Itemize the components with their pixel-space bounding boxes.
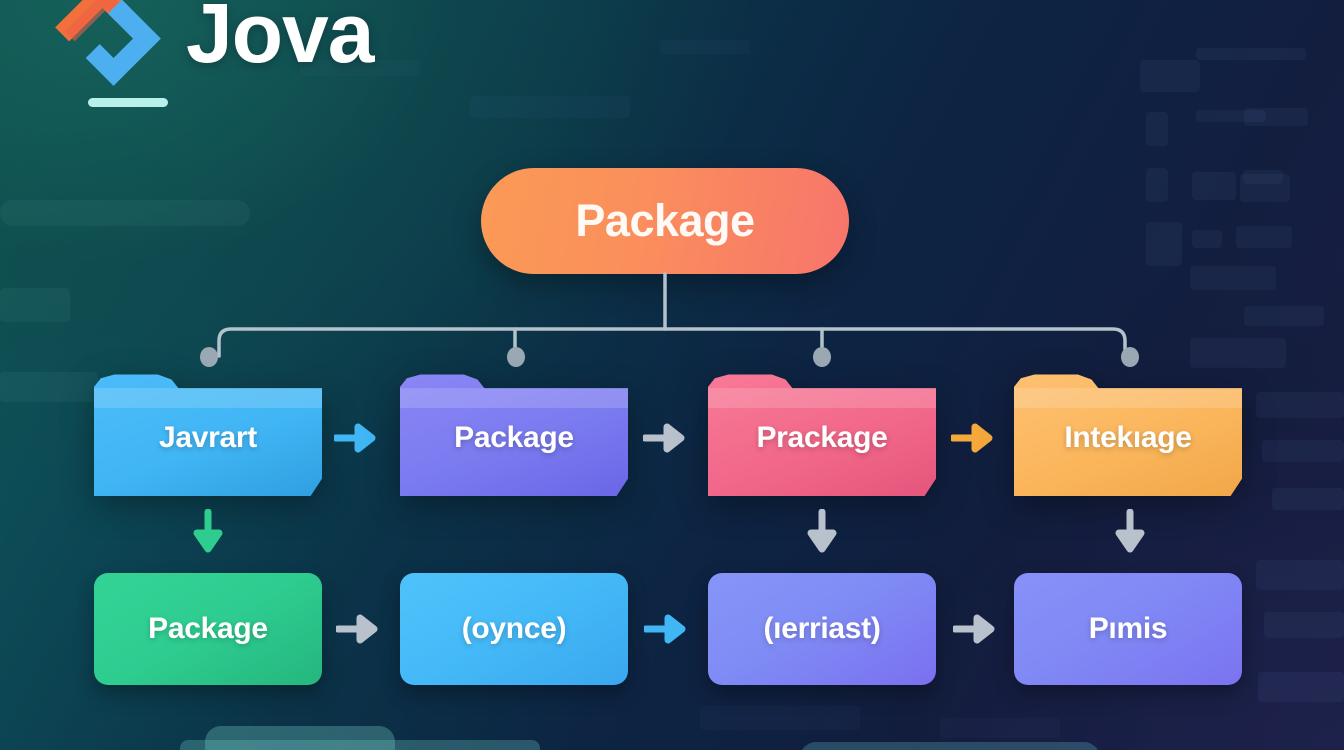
folder-node-2[interactable]: Package (400, 372, 628, 496)
folder-icon (400, 374, 628, 496)
folder-node-1-label: Javrart (159, 421, 257, 454)
folder-lip (708, 388, 936, 408)
box-node-4[interactable]: Pımis (1014, 573, 1242, 685)
arrow-right-blue-icon (331, 418, 383, 458)
folder-node-4-label: Intekıage (1064, 421, 1192, 454)
box-node-1-label: Package (148, 612, 268, 645)
folder-icon (1014, 374, 1242, 496)
arrow-right-grey-icon (333, 609, 385, 649)
arrow-down-green-icon (188, 506, 228, 562)
root-node-package[interactable]: Package (481, 168, 849, 274)
peek-folder-body (180, 740, 540, 750)
folder-node-1[interactable]: Javrart (94, 372, 322, 496)
peek-box (800, 742, 1100, 750)
arrow-right-grey-icon (950, 609, 1002, 649)
folder-icon (94, 374, 322, 496)
root-node-label: Package (575, 195, 755, 246)
brand-underline (88, 98, 168, 107)
folder-icon (708, 374, 936, 496)
arrow-right-blue-icon (641, 609, 693, 649)
folder-lip (1014, 388, 1242, 408)
box-node-3[interactable]: (ıerriast) (708, 573, 936, 685)
box-node-3-label: (ıerriast) (763, 612, 881, 645)
box-node-1[interactable]: Package (94, 573, 322, 685)
chevron-bracket-logo-icon (55, 0, 161, 86)
box-node-4-label: Pımis (1088, 612, 1168, 645)
arrow-down-grey-icon (802, 506, 842, 562)
box-node-2-label: (oynce) (461, 612, 567, 645)
folder-lip (94, 388, 322, 408)
box-node-2[interactable]: (oynce) (400, 573, 628, 685)
arrow-right-grey-icon (640, 418, 692, 458)
brand-logo[interactable]: Jova (48, 0, 374, 92)
folder-node-3[interactable]: Prackage (708, 372, 936, 496)
arrow-right-amber-icon (948, 418, 1000, 458)
brand-name: Jova (186, 0, 374, 80)
folder-lip (400, 388, 628, 408)
folder-node-4[interactable]: Intekıage (1014, 372, 1242, 496)
folder-node-3-label: Prackage (756, 421, 888, 454)
peek-folder (205, 726, 395, 750)
folder-node-2-label: Package (454, 421, 574, 454)
arrow-down-grey-icon (1110, 506, 1150, 562)
